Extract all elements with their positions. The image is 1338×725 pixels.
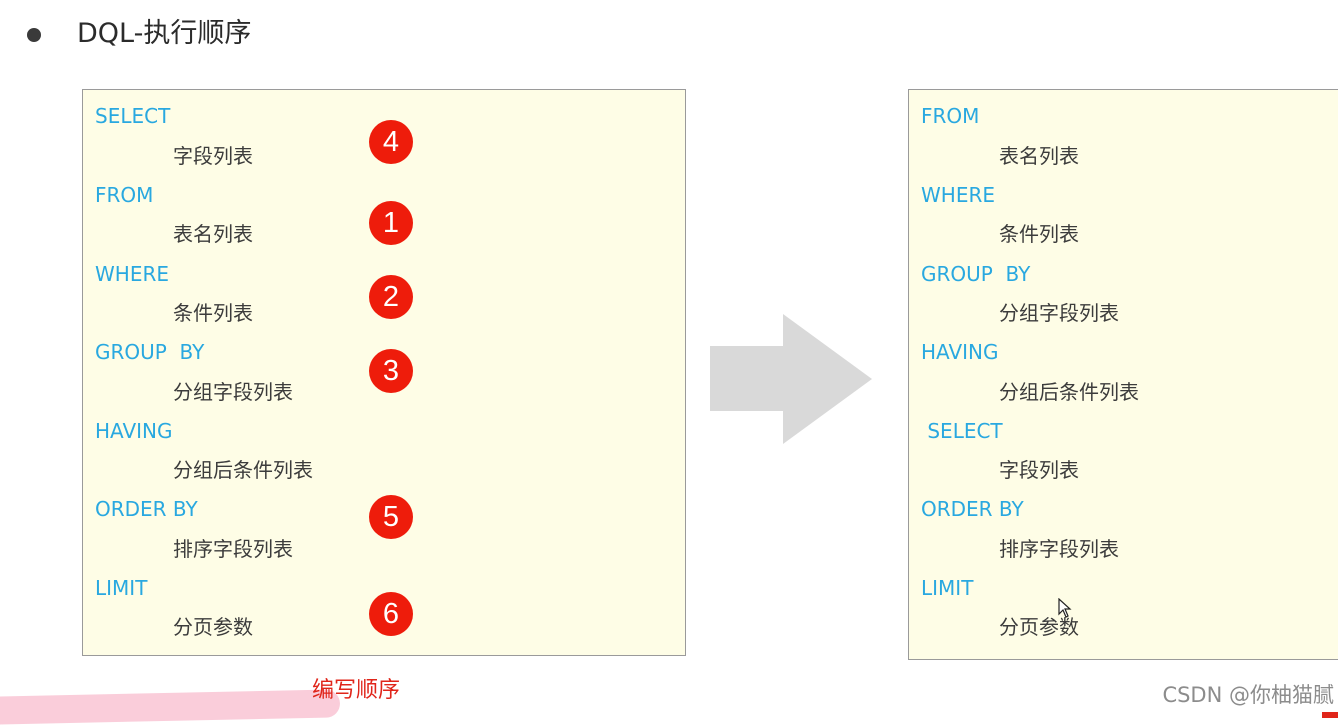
execution-step-badge: 5: [369, 495, 413, 539]
execution-order-panel: [908, 89, 1338, 660]
watermark: CSDN @你柚猫腻: [1162, 683, 1334, 707]
execution-step-badge: 1: [369, 201, 413, 245]
clause-keyword: FROM: [921, 104, 980, 128]
bullet-icon: [27, 28, 41, 42]
execution-step-badge: 3: [369, 349, 413, 393]
clause-argument: 分组后条件列表: [173, 458, 313, 482]
clause-argument: 分组后条件列表: [999, 380, 1139, 404]
clause-argument: 分页参数: [999, 615, 1079, 639]
clause-argument: 分组字段列表: [999, 301, 1119, 325]
execution-step-badge: 6: [369, 592, 413, 636]
clause-argument: 字段列表: [999, 458, 1079, 482]
clause-keyword: LIMIT: [95, 576, 148, 600]
corner-mark: [1322, 712, 1338, 718]
highlighter-stroke: [0, 689, 341, 725]
mouse-pointer-icon: [1058, 598, 1072, 618]
clause-keyword: WHERE: [921, 183, 995, 207]
execution-step-badge: 4: [369, 120, 413, 164]
clause-keyword: SELECT: [921, 419, 1003, 443]
clause-argument: 分组字段列表: [173, 380, 293, 404]
clause-argument: 字段列表: [173, 144, 253, 168]
clause-keyword: HAVING: [95, 419, 173, 443]
right-arrow-icon: [710, 314, 872, 444]
clause-keyword: HAVING: [921, 340, 999, 364]
clause-keyword: ORDER BY: [95, 497, 198, 521]
clause-keyword: ORDER BY: [921, 497, 1024, 521]
clause-keyword: GROUP BY: [921, 262, 1031, 286]
page-title: DQL-执行顺序: [77, 18, 252, 49]
execution-step-badge: 2: [369, 275, 413, 319]
clause-argument: 表名列表: [999, 144, 1079, 168]
clause-argument: 表名列表: [173, 222, 253, 246]
clause-argument: 排序字段列表: [173, 537, 293, 561]
clause-keyword: LIMIT: [921, 576, 974, 600]
clause-keyword: WHERE: [95, 262, 169, 286]
clause-argument: 分页参数: [173, 615, 253, 639]
clause-argument: 条件列表: [173, 301, 253, 325]
clause-argument: 排序字段列表: [999, 537, 1119, 561]
writing-order-caption: 编写顺序: [312, 678, 401, 703]
clause-keyword: FROM: [95, 183, 154, 207]
clause-argument: 条件列表: [999, 222, 1079, 246]
clause-keyword: GROUP BY: [95, 340, 205, 364]
clause-keyword: SELECT: [95, 104, 171, 128]
